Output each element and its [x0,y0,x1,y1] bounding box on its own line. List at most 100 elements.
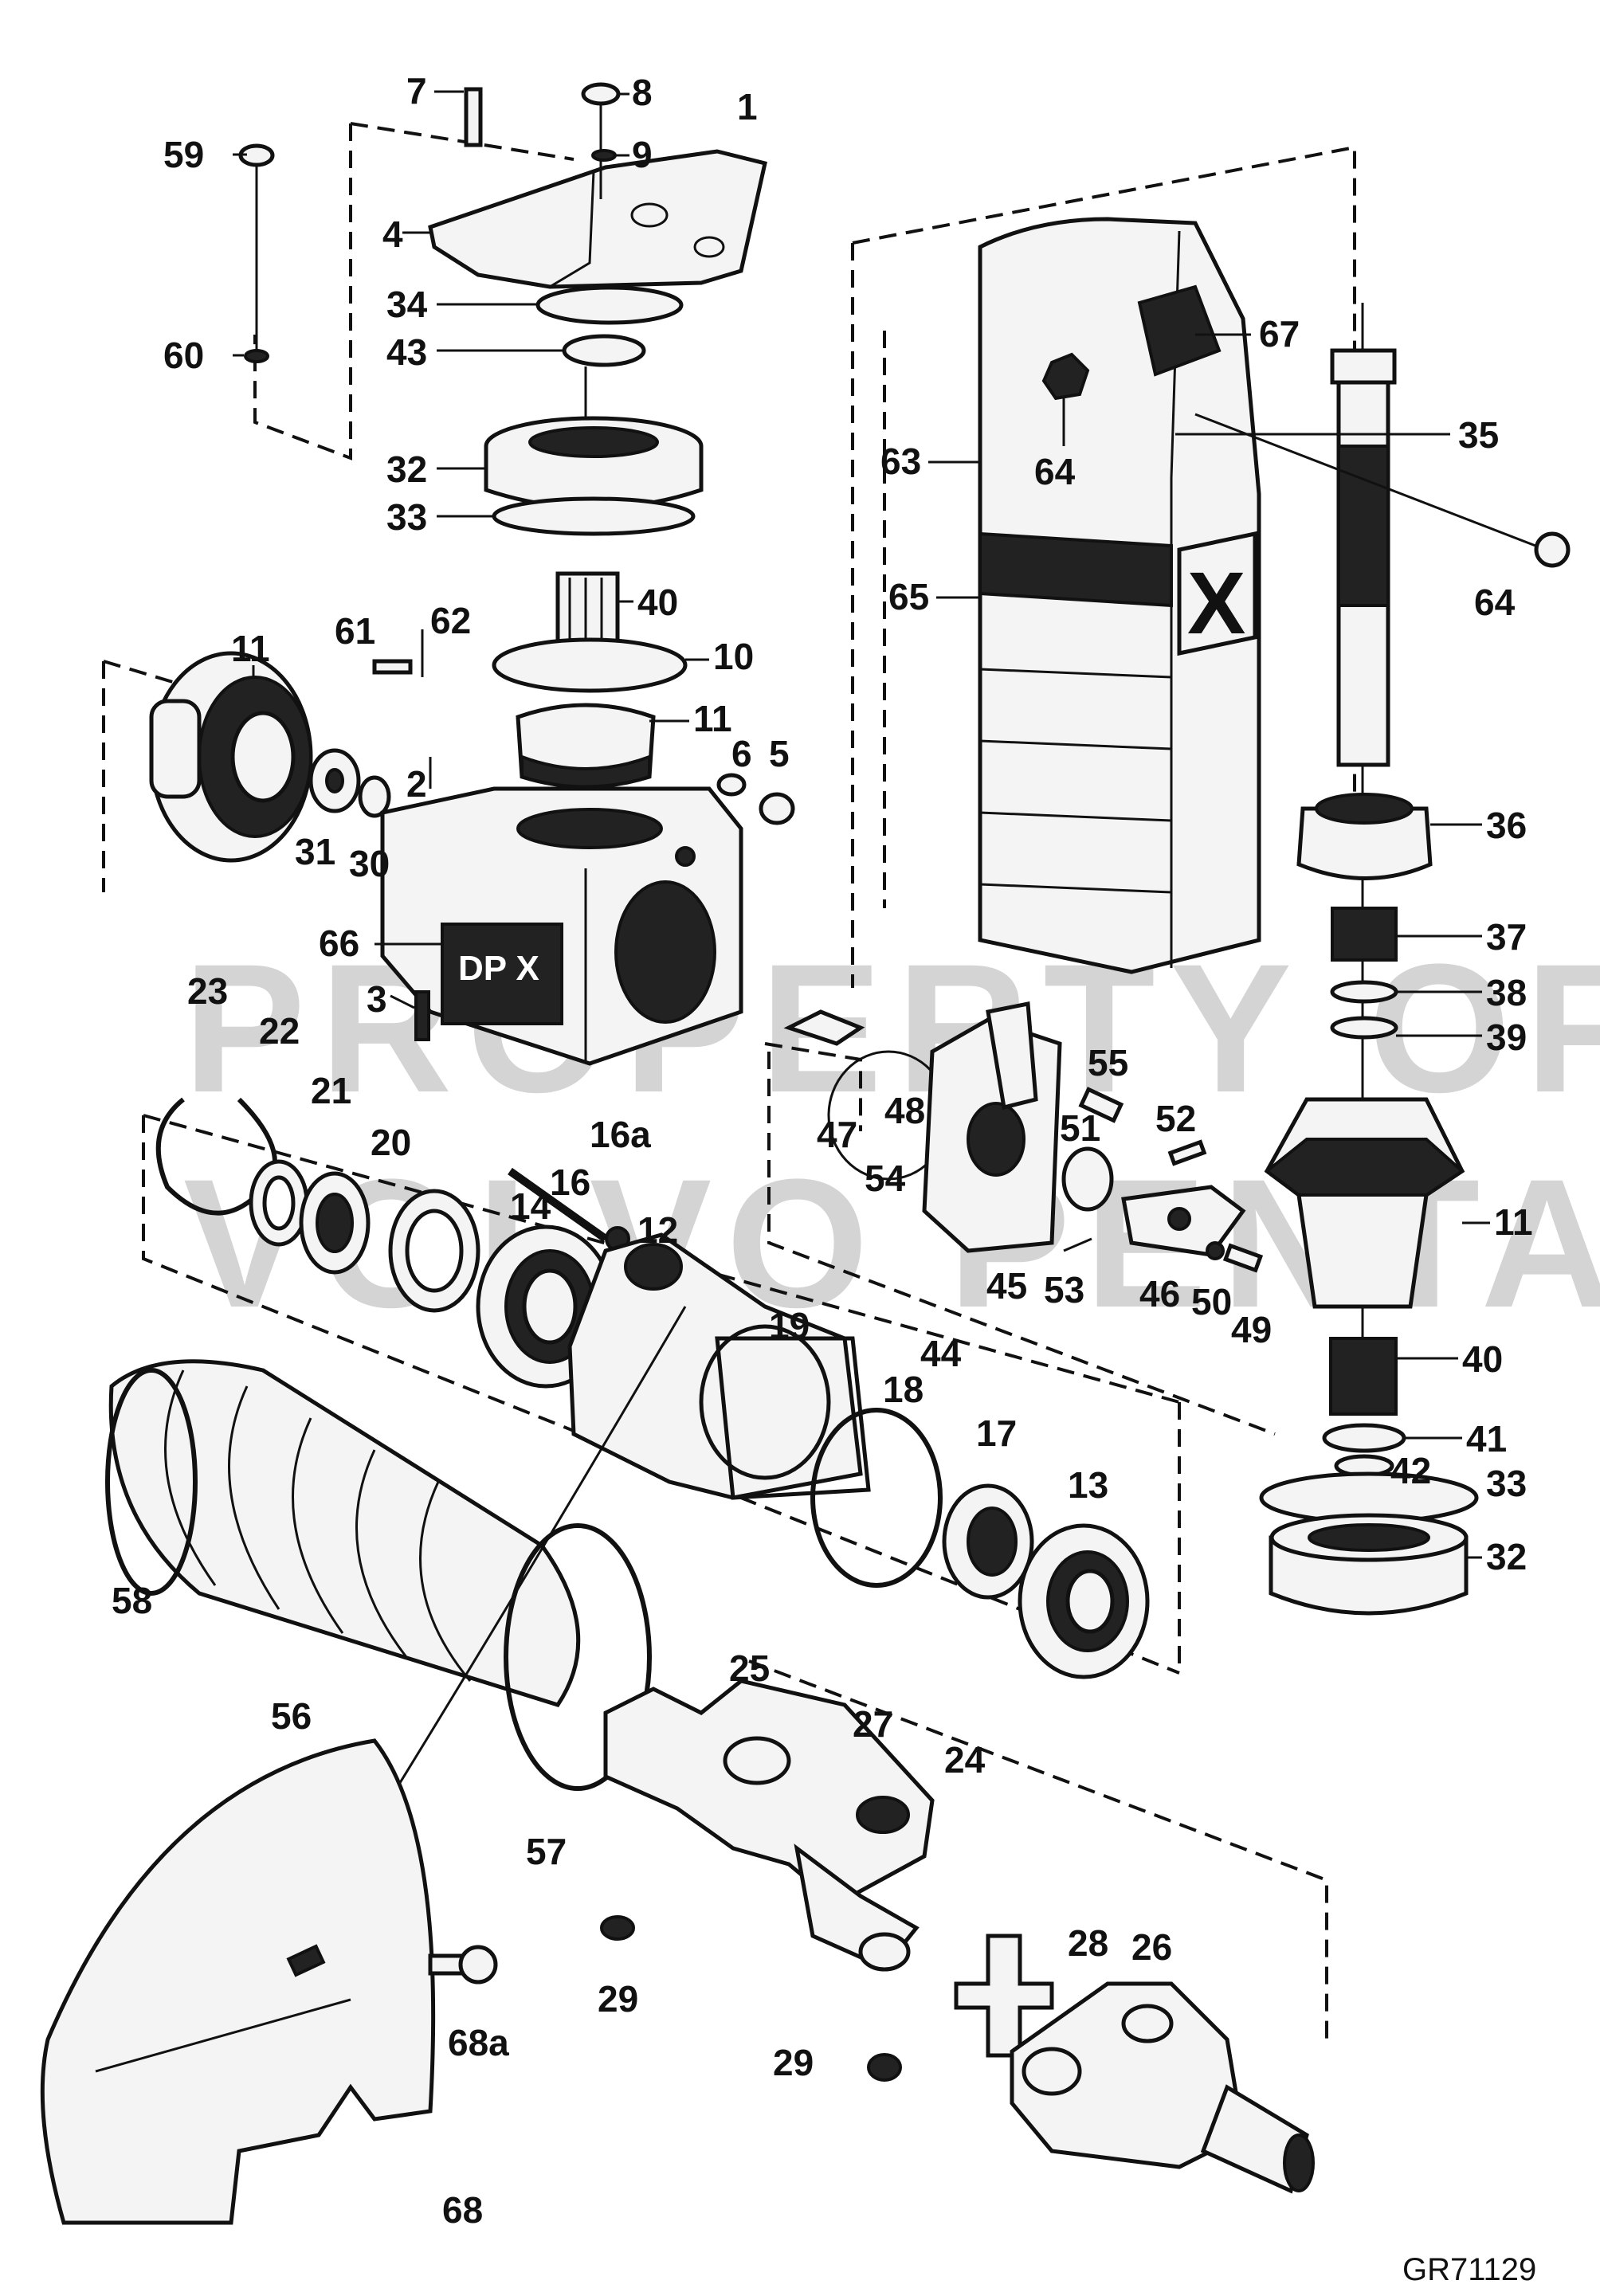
ring-39 [1330,1016,1398,1040]
label-19: 19 [769,1305,810,1346]
label-62: 62 [430,600,471,641]
pin-55 [1078,1087,1124,1123]
shift-lever-45 [986,1001,1038,1111]
bearing-housing-36-top [1315,793,1414,825]
seal-21-inner [316,1193,354,1253]
label-44: 44 [920,1333,962,1374]
label-7: 7 [406,70,427,112]
label-18: 18 [883,1369,924,1410]
label-40-lower: 40 [1462,1338,1503,1380]
bellows-rib-4 [355,1449,408,1658]
label-1: 1 [737,86,758,127]
decal-66-text: DP X [458,949,539,988]
washer-31-hole [325,768,344,793]
label-64-bolt: 64 [1474,582,1516,623]
figure-code: GR71129 [1402,2252,1536,2287]
upper-housing-2-bore [516,808,663,849]
seal-17-inner [967,1507,1018,1577]
vertical-shaft-group [1194,303,1571,1616]
bellows-rib-5 [419,1481,472,1682]
yoke-26-eye-1 [1022,2047,1082,2096]
label-11-left: 11 [231,628,270,669]
label-35: 35 [1458,414,1499,456]
bracket-24 [748,1659,1328,2039]
bracket-44 [767,1052,1276,1436]
top-cover-4-edge [549,170,595,288]
bearing-housing-36 [1296,806,1433,880]
yoke-26-eye-2 [1121,2004,1174,2043]
label-68a: 68a [448,2022,509,2063]
bearing-housing-12-bore [699,1324,831,1480]
gear-11-right-teeth [1264,1138,1465,1197]
bolt-16 [508,1167,608,1243]
pinion-gear-11-hub [230,711,296,803]
label-50: 50 [1191,1281,1232,1322]
label-57: 57 [526,1831,567,1872]
u-joint-group [600,1659,1328,2194]
upper-housing-group: DP X [372,629,795,1066]
bellows-rib-3 [292,1417,344,1634]
label-60: 60 [163,335,204,376]
drive-shaft-35-splines [1337,445,1390,607]
bolt-49 [1222,1243,1264,1273]
plug-64 [1041,352,1090,401]
label-14: 14 [510,1185,551,1227]
washer-9 [591,149,617,162]
bellows-56 [108,1359,581,1707]
fork-47 [783,1009,865,1046]
label-42: 42 [1390,1450,1431,1491]
bolt-64-shank [1194,413,1547,551]
label-11-right: 11 [1494,1201,1533,1243]
label-55: 55 [1088,1042,1128,1083]
rib-4 [979,883,1172,894]
bellows-group [105,1306,687,1889]
label-53: 53 [1044,1269,1084,1311]
bracket-cover-top [852,145,1356,797]
bearing-cap-29-lower [867,2053,902,2082]
clamp-58 [105,1368,198,1596]
bolt-5 [759,792,795,825]
label-28: 28 [1068,1922,1108,1964]
pin-53 [1063,1237,1092,1252]
label-39: 39 [1486,1017,1527,1058]
label-29-lower: 29 [773,2042,814,2083]
o-ring-18 [810,1408,943,1588]
spline-shaft-26-end [1283,2133,1315,2192]
label-9: 9 [632,134,653,175]
spring-37 [1331,907,1398,962]
upper-housing-2-side-bore [614,880,716,1024]
yoke-27-eye-top [723,1736,791,1785]
yoke-27-eye-bottom [858,1932,911,1972]
label-25: 25 [729,1648,770,1689]
rib-2 [979,739,1172,750]
ring-20-inner [405,1209,464,1293]
label-26: 26 [1131,1926,1172,1968]
bracket-59-60 [253,123,352,460]
shield-68-edge [95,1998,351,2073]
label-20: 20 [371,1122,411,1163]
leader-3 [390,994,415,1009]
label-29-upper: 29 [598,1978,638,2020]
label-3: 3 [367,978,387,1020]
bearing-13-bore [1065,1569,1115,1634]
leader-lines [233,90,1490,1559]
label-64-cover: 64 [1034,451,1076,492]
label-17: 17 [976,1412,1017,1454]
bearing-cap-29-upper [600,1915,635,1941]
part-labels: 1 2 3 4 5 6 7 8 9 10 11 11 11 12 13 14 1… [112,70,1533,2231]
top-cover-group [238,82,767,789]
label-67: 67 [1259,313,1300,355]
bracket-top-line [350,122,575,161]
bracket-left-gear-top [103,660,184,687]
label-37: 37 [1486,916,1527,958]
spline-shaft-26 [1200,2084,1309,2194]
label-11-vertical: 11 [693,698,732,739]
top-cover-4-hole-2 [693,236,725,258]
nut-30 [358,775,391,818]
bracket-stack-upper [143,1114,1180,1404]
bolt-64-head [1534,531,1571,568]
label-66: 66 [319,923,359,964]
bearing-cup-32-inner [528,426,659,458]
needle-bearing-40-lower [1329,1337,1398,1416]
label-33-top: 33 [386,496,427,538]
